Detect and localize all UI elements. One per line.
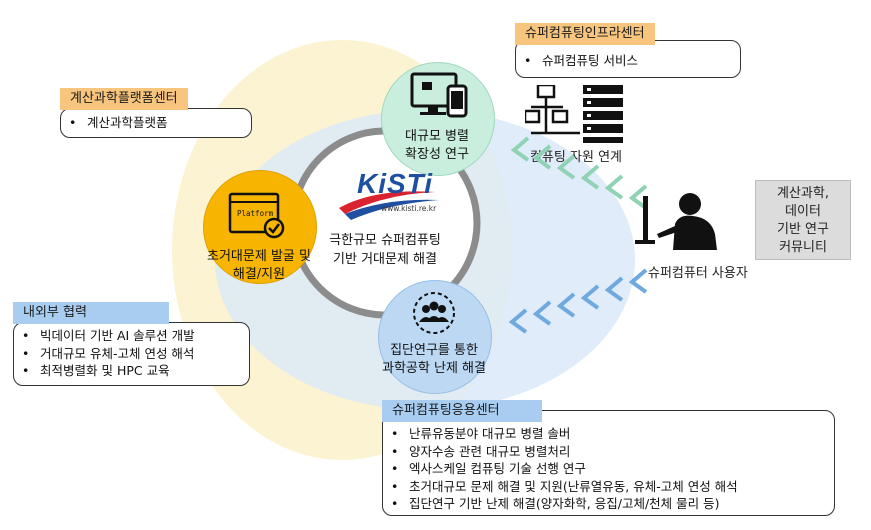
- application-center-item: 집단연구 기반 난제 해결(양자화학, 응집/고체/천체 물리 등): [383, 495, 834, 513]
- platform-window-icon: Platform: [228, 192, 285, 239]
- computer-user-icon: [635, 193, 717, 250]
- bottom-circle-line-2: 과학공학 난제 해결: [382, 361, 486, 376]
- center-line-2: 기반 거대문제 해결: [333, 252, 437, 267]
- top-circle-line-1: 대규모 병렬: [405, 129, 469, 144]
- kisti-logo: KiSTi www.kisti.re.kr: [335, 168, 445, 230]
- devices-icon: [410, 72, 468, 118]
- kisti-swoosh-icon: [339, 191, 439, 220]
- application-center-item: 초거대규모 문제 해결 및 지원(난류열유동, 유체-고체 연성 해석: [383, 478, 834, 496]
- community-line-4: 커뮤니티: [779, 240, 827, 255]
- cooperation-box: 빅데이터 기반 AI 솔루션 개발 거대규모 유체-고체 연성 해석 최적병렬화…: [13, 322, 250, 386]
- top-circle-scalability: [381, 62, 495, 176]
- user-label: 슈퍼컴퓨터 사용자: [648, 266, 748, 281]
- top-circle-line-2: 확장성 연구: [405, 147, 469, 162]
- computing-link-label: 컴퓨팅 자원 연계: [530, 150, 622, 165]
- platform-icon-text: Platform: [237, 209, 274, 218]
- platform-center-box: 계산과학플랫폼: [60, 108, 252, 138]
- application-center-item: 양자수송 관련 대규모 병렬처리: [383, 443, 834, 461]
- community-line-3: 기반 연구: [777, 222, 829, 237]
- infra-center-header: 슈퍼컴퓨팅인프라센터: [515, 23, 655, 45]
- infra-center-item: 슈퍼컴퓨팅 서비스: [516, 41, 740, 81]
- bottom-circle-collective-research: [378, 280, 492, 394]
- application-center-header: 슈퍼컴퓨팅응용센터: [382, 400, 542, 422]
- logo-text: KiSTi: [357, 168, 434, 199]
- application-center-box: 난류유동분야 대규모 병렬 솔버 양자수송 관련 대규모 병렬처리 엑사스케일 …: [382, 410, 835, 516]
- cooperation-item: 거대규모 유체-고체 연성 해석: [14, 345, 249, 363]
- cooperation-header: 내외부 협력: [13, 302, 169, 324]
- infra-center-box: 슈퍼컴퓨팅 서비스: [515, 40, 741, 81]
- center-line-1: 극한규모 슈퍼컴퓨팅: [329, 233, 441, 248]
- cooperation-item: 빅데이터 기반 AI 솔루션 개발: [14, 327, 249, 345]
- platform-center-item: 계산과학플랫폼: [61, 109, 251, 137]
- community-line-2: 데이터: [785, 204, 821, 219]
- application-center-item: 난류유동분야 대규모 병렬 솔버: [383, 425, 834, 443]
- left-circle-problem-discovery: [203, 170, 317, 284]
- platform-center-header: 계산과학플랫폼센터: [60, 88, 188, 110]
- lower-chevron-arrow: [508, 268, 648, 334]
- network-server-icon: [525, 85, 623, 143]
- upper-chevron-arrow: [510, 136, 648, 210]
- left-circle-line-2: 해결/지원: [232, 267, 286, 282]
- left-circle-line-1: 초거대문제 발굴 및: [207, 249, 311, 264]
- logo-url: www.kisti.re.kr: [381, 204, 437, 213]
- community-line-1: 계산과학,: [777, 186, 829, 201]
- application-center-item: 엑사스케일 컴퓨팅 기술 선행 연구: [383, 460, 834, 478]
- cooperation-item: 최적병렬화 및 HPC 교육: [14, 362, 249, 380]
- community-box: 계산과학, 데이터 기반 연구 커뮤니티: [755, 180, 851, 260]
- bottom-circle-line-1: 집단연구를 통한: [390, 343, 478, 358]
- group-icon: [413, 292, 455, 334]
